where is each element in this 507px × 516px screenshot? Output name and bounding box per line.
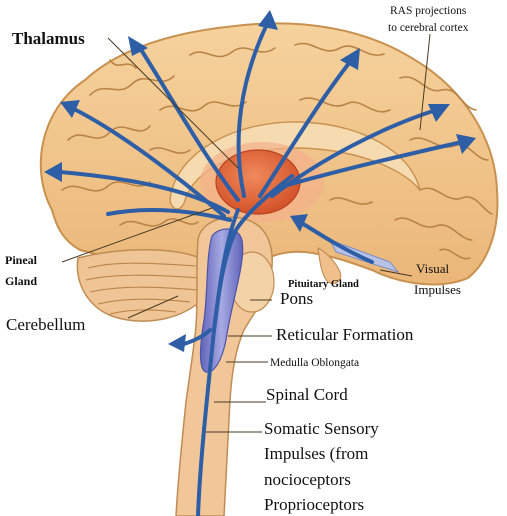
label-somatic-line4: Proprioceptors	[264, 495, 364, 514]
arrow-3	[258, 60, 352, 198]
pituitary-shape	[317, 247, 342, 284]
leader-lines	[61, 33, 431, 433]
label-reticular: Reticular Formation	[276, 325, 414, 344]
label-medulla: Medulla Oblongata	[270, 357, 359, 369]
label-pineal-line2: Gland	[5, 274, 37, 288]
reticular-formation	[199, 228, 244, 373]
label-pineal-line1: Pineal	[5, 253, 38, 267]
label-cerebellum: Cerebellum	[6, 315, 85, 334]
label-spinal: Spinal Cord	[266, 385, 348, 404]
label-visual-line2: Impulses	[414, 282, 461, 297]
label-ras-line2: to cerebral cortex	[388, 22, 469, 34]
visual-arrow	[298, 220, 374, 264]
arrow-1	[138, 46, 240, 202]
label-visual-line1: Visual	[416, 261, 450, 276]
label-somatic-line2: Impulses (from	[264, 444, 368, 463]
arrow-8	[106, 208, 232, 222]
cerebellum-shape	[76, 249, 213, 322]
label-pons: Pons	[280, 289, 313, 308]
arrow-2	[236, 20, 270, 198]
label-pituitary: Pituitary Gland	[288, 279, 359, 290]
label-ras-line1: RAS projections	[390, 5, 467, 17]
label-somatic-line1: Somatic Sensory	[264, 419, 379, 438]
label-thalamus: Thalamus	[12, 29, 85, 48]
arrow-6	[70, 106, 226, 218]
ras-arrows	[44, 10, 476, 516]
label-somatic-line3: nocioceptors	[264, 470, 351, 489]
arrow-7	[282, 140, 464, 188]
